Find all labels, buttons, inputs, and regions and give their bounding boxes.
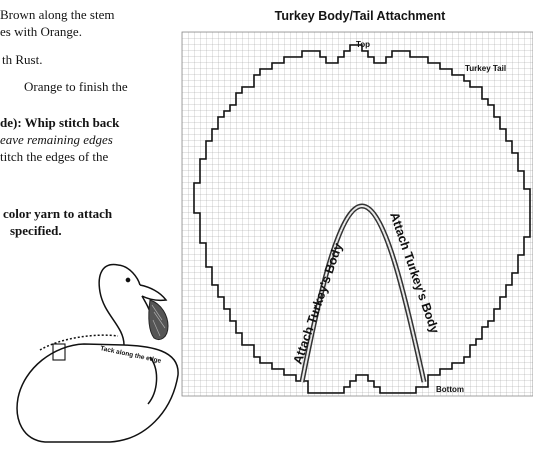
instruction-line-3: th Rust. — [2, 52, 43, 67]
instruction-line-6: eave remaining edges — [0, 132, 113, 147]
turkey-tail-label: Turkey Tail — [465, 64, 506, 73]
instruction-line-9: specified. — [10, 223, 62, 238]
instruction-line-2: es with Orange. — [0, 24, 82, 39]
bottom-label: Bottom — [436, 385, 464, 394]
figure-title: Turkey Body/Tail Attachment — [274, 9, 446, 23]
instruction-line-5: de): Whip stitch back — [0, 115, 120, 130]
top-label: Top — [356, 40, 370, 49]
wattle — [148, 299, 169, 340]
instruction-line-4: Orange to finish the — [24, 79, 128, 94]
instruction-line-8: color yarn to attach — [3, 206, 113, 221]
turkey-tail-outline — [193, 44, 531, 394]
instruction-line-7: titch the edges of the — [0, 149, 109, 164]
swan-body-drawing — [16, 263, 179, 443]
instruction-line-1: Brown along the stem — [0, 7, 115, 22]
